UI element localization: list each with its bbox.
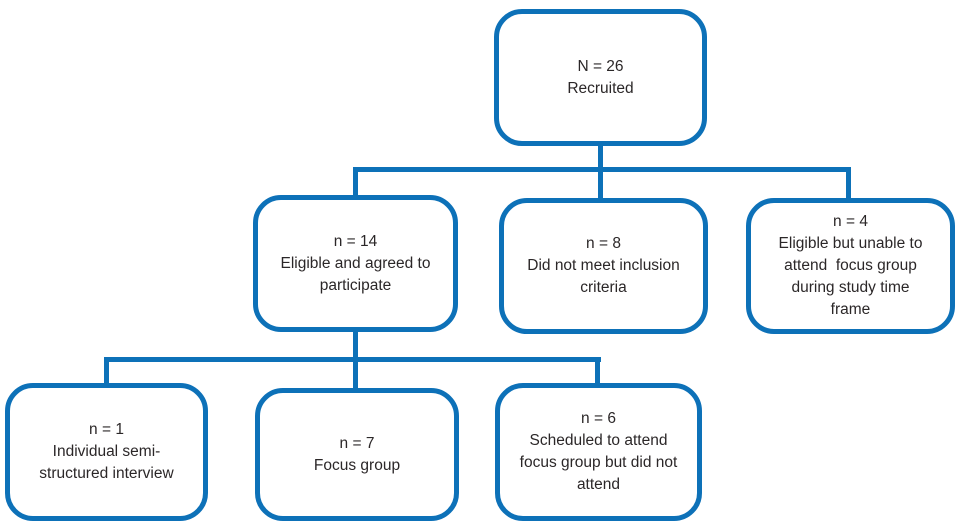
node-not-meet-criteria-label: n = 8 Did not meet inclusion criteria [527, 235, 680, 296]
node-eligible-agreed-label: n = 14 Eligible and agreed to participat… [280, 232, 431, 294]
node-unable-to-attend: n = 4 Eligible but unable to attend focu… [746, 198, 955, 334]
connector-level2-left-stub [104, 357, 109, 388]
node-scheduled-no-attend: n = 6 Scheduled to attend focus group bu… [495, 383, 702, 521]
node-focus-group-label: n = 7 Focus group [313, 434, 401, 474]
connector-level1-horizontal [353, 167, 851, 172]
connector-level1-left-stub [353, 167, 358, 200]
node-focus-group: n = 7 Focus group [255, 388, 459, 521]
node-eligible-agreed: n = 14 Eligible and agreed to participat… [253, 195, 458, 332]
node-recruited-label: N = 26 Recruited [567, 57, 634, 97]
node-not-meet-criteria: n = 8 Did not meet inclusion criteria [499, 198, 708, 334]
connector-root-vertical [598, 143, 603, 203]
node-unable-to-attend-label: n = 4 Eligible but unable to attend focu… [778, 213, 923, 318]
node-individual-interview: n = 1 Individual semi- structured interv… [5, 383, 208, 521]
node-scheduled-no-attend-label: n = 6 Scheduled to attend focus group bu… [519, 410, 678, 493]
node-individual-interview-label: n = 1 Individual semi- structured interv… [39, 421, 174, 482]
connector-level1-right-stub [846, 167, 851, 203]
connector-level2-horizontal [104, 357, 601, 362]
node-recruited: N = 26 Recruited [494, 9, 707, 146]
connector-level2-right-stub [595, 357, 600, 388]
